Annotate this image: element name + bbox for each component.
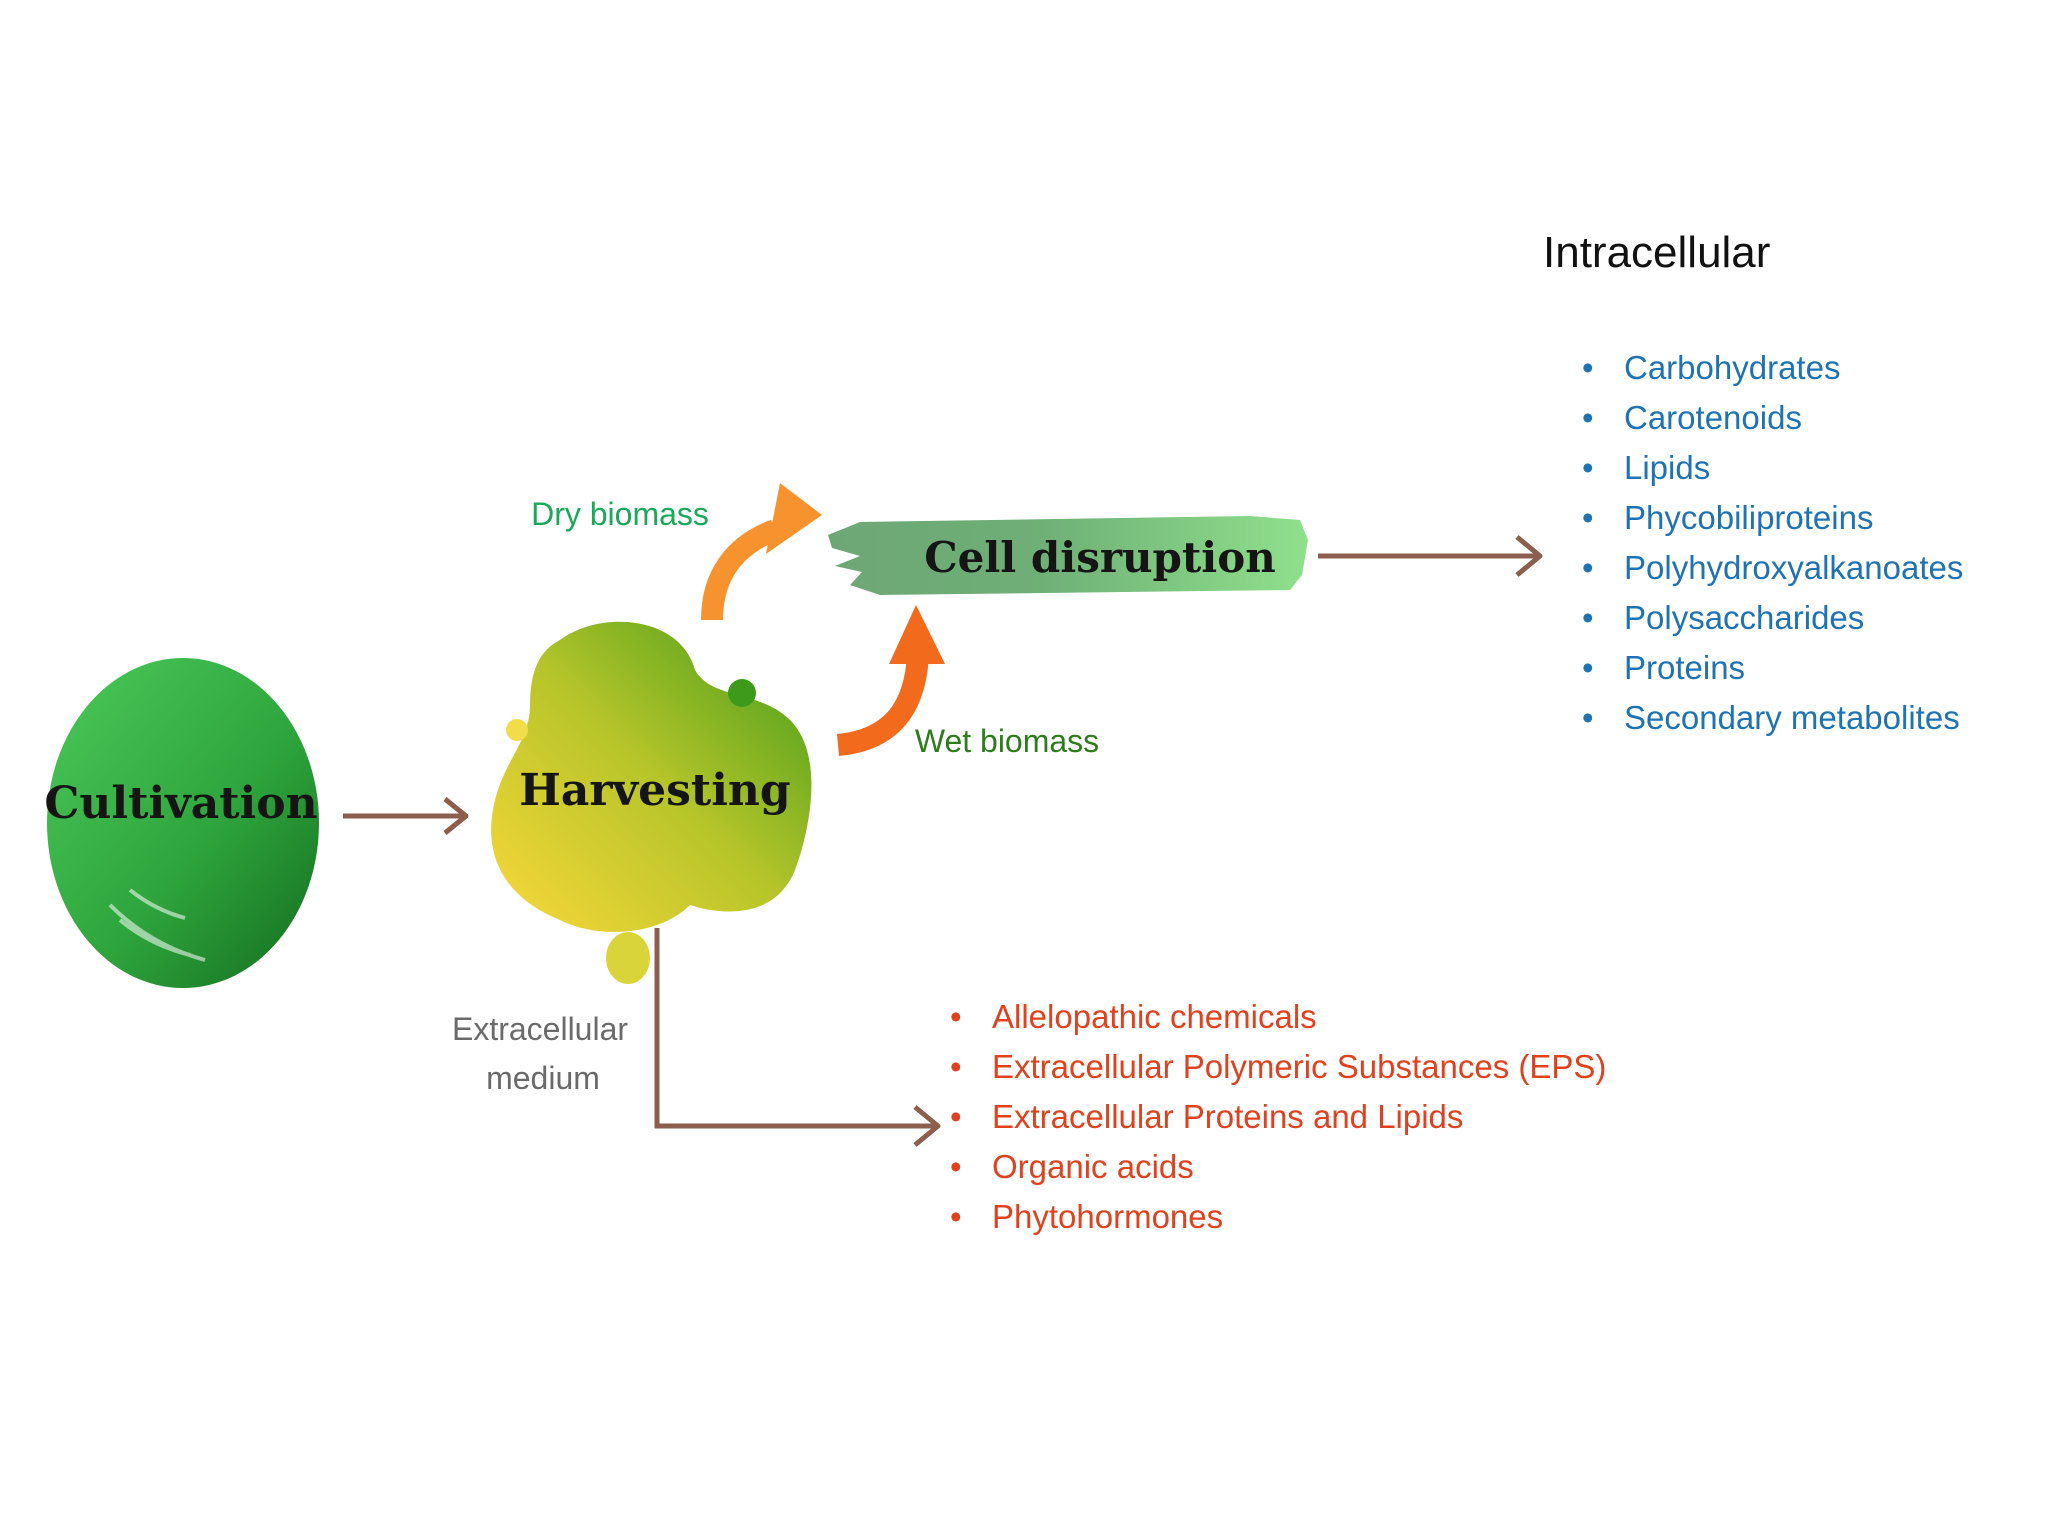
list-item: Carotenoids [1578,393,1963,443]
list-item: Organic acids [946,1142,1606,1192]
green-dot [728,679,756,707]
dry-biomass-label: Dry biomass [531,496,709,532]
cultivation-node: Cultivation [44,658,319,988]
cell-disruption-to-intracellular-arrow [1318,535,1543,577]
dry-biomass-arrow [701,483,822,621]
extracellular-products-list: Allelopathic chemicals Extracellular Pol… [946,992,1606,1242]
cultivation-label: Cultivation [44,778,317,829]
list-item: Extracellular Proteins and Lipids [946,1092,1606,1142]
list-item: Proteins [1578,643,1963,693]
cell-disruption-label: Cell disruption [924,533,1276,582]
wet-biomass-label: Wet biomass [915,723,1099,759]
intracellular-heading: Intracellular [1543,228,1771,277]
list-item: Polyhydroxyalkanoates [1578,543,1963,593]
list-item: Phytohormones [946,1192,1606,1242]
intracellular-products-list: Carbohydrates Carotenoids Lipids Phycobi… [1578,343,1963,743]
brush-texture [108,888,206,962]
extracellular-label-line1: Extracellular [452,1011,628,1047]
yellow-dot-small [506,719,528,741]
cell-disruption-node: Cell disruption [828,516,1308,595]
cultivation-to-harvesting-arrow [343,797,469,835]
list-item: Phycobiliproteins [1578,493,1963,543]
cell-disruption-brush [828,516,1308,595]
list-item: Polysaccharides [1578,593,1963,643]
list-item: Allelopathic chemicals [946,992,1606,1042]
list-item: Lipids [1578,443,1963,493]
list-item: Carbohydrates [1578,343,1963,393]
cultivation-circle [47,658,319,988]
harvesting-to-extracellular-arrow [654,928,941,1147]
harvesting-node: Harvesting [491,621,812,984]
extracellular-label-line2: medium [486,1060,600,1096]
list-item: Secondary metabolites [1578,693,1963,743]
list-item: Extracellular Polymeric Substances (EPS) [946,1042,1606,1092]
wet-biomass-arrow [836,605,945,756]
yellow-dot-large [606,932,650,984]
harvesting-label: Harvesting [519,765,790,816]
